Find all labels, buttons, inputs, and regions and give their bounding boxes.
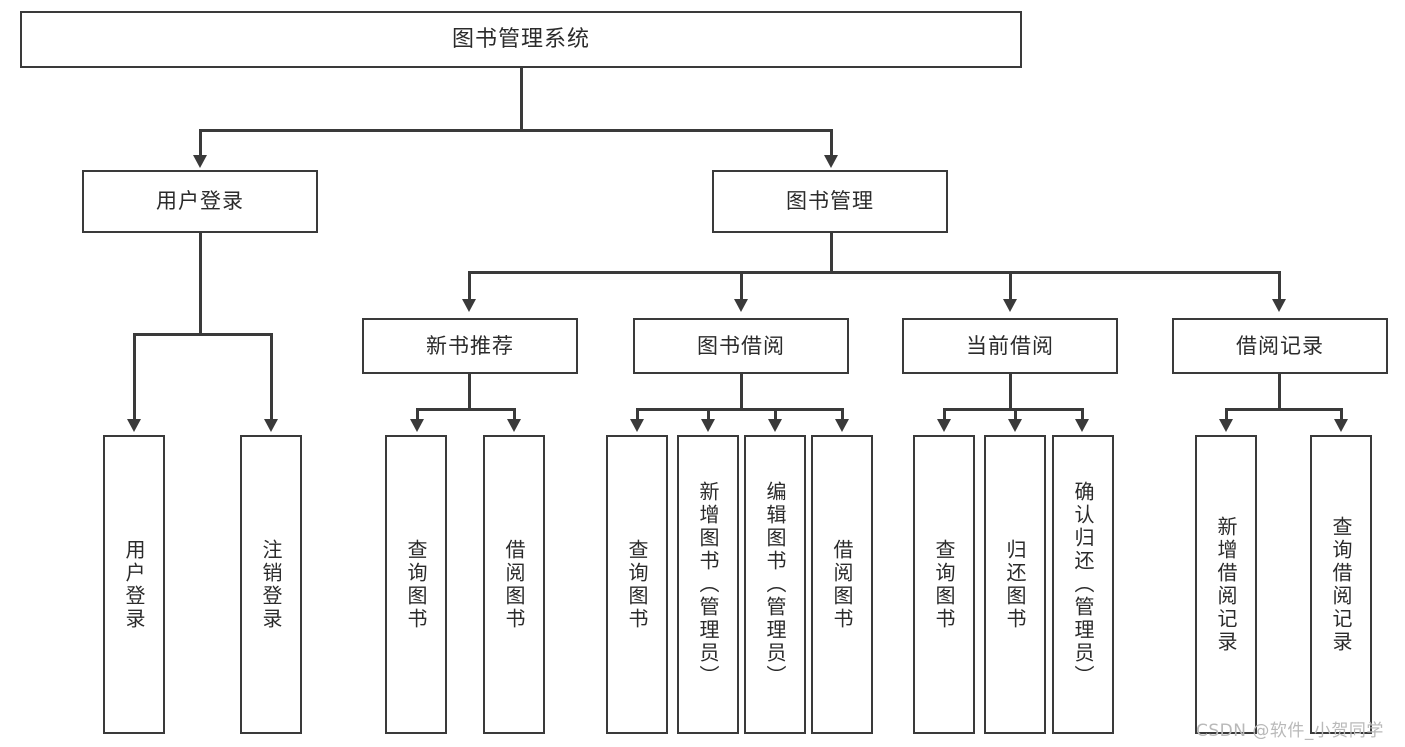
edge-book-borrow-split-bar xyxy=(636,408,842,411)
node-new-book-recommend[interactable]: 新书推荐 xyxy=(362,318,578,374)
node-root-book-management-system[interactable]: 图书管理系统 xyxy=(20,11,1022,68)
arrow-bm-to-current-borrow xyxy=(1003,299,1017,312)
arrow-bm-to-borrow-record xyxy=(1272,299,1286,312)
leaf-node[interactable]: 查询借阅记录 xyxy=(1310,435,1372,734)
edge-bm-to-book-borrow xyxy=(740,271,743,302)
edge-current-borrow-to-leaf-2 xyxy=(1081,408,1084,422)
edge-current-borrow-stem xyxy=(1009,374,1012,410)
arrow-book-borrow-to-leaf-1 xyxy=(701,419,715,432)
leaf-node[interactable]: 新增图书（管理员） xyxy=(677,435,739,734)
edge-book-management-split-bar xyxy=(468,271,1280,274)
arrow-root-to-user-login xyxy=(193,155,207,168)
node-book-borrow[interactable]: 图书借阅 xyxy=(633,318,849,374)
arrow-borrow-record-to-leaf-0 xyxy=(1219,419,1233,432)
arrow-current-borrow-to-leaf-2 xyxy=(1075,419,1089,432)
arrow-book-borrow-to-leaf-0 xyxy=(630,419,644,432)
leaf-node[interactable]: 新增借阅记录 xyxy=(1195,435,1257,734)
leaf-node[interactable]: 查询图书 xyxy=(913,435,975,734)
edge-borrow-record-to-leaf-0 xyxy=(1225,408,1228,422)
edge-current-borrow-to-leaf-0 xyxy=(943,408,946,422)
leaf-node-label: 查询图书 xyxy=(932,538,956,631)
leaf-node[interactable]: 归还图书 xyxy=(984,435,1046,734)
arrow-book-borrow-to-leaf-2 xyxy=(768,419,782,432)
leaf-node-label: 确认归还（管理员） xyxy=(1071,481,1095,688)
node-user-login[interactable]: 用户登录 xyxy=(82,170,318,233)
leaf-node-label: 查询图书 xyxy=(404,538,428,631)
leaf-node-label: 归还图书 xyxy=(1003,538,1027,631)
edge-new-book-to-leaf-0 xyxy=(416,408,419,422)
leaf-node-label: 注销登录 xyxy=(259,538,283,631)
edge-current-borrow-to-leaf-1 xyxy=(1014,408,1017,422)
arrow-current-borrow-to-leaf-0 xyxy=(937,419,951,432)
leaf-node-label: 借阅图书 xyxy=(502,538,526,631)
leaf-node-label: 查询借阅记录 xyxy=(1329,515,1353,654)
leaf-node-label: 用户登录 xyxy=(122,538,146,631)
edge-book-borrow-stem xyxy=(740,374,743,410)
edge-current-borrow-split-bar xyxy=(943,408,1082,411)
leaf-node[interactable]: 确认归还（管理员） xyxy=(1052,435,1114,734)
arrow-borrow-record-to-leaf-1 xyxy=(1334,419,1348,432)
edge-new-book-split-bar xyxy=(416,408,514,411)
edge-new-book-to-leaf-1 xyxy=(513,408,516,422)
leaf-node-label: 查询图书 xyxy=(625,538,649,631)
leaf-node[interactable]: 查询图书 xyxy=(385,435,447,734)
edge-user-login-stem xyxy=(199,233,202,335)
edge-book-borrow-to-leaf-2 xyxy=(774,408,777,422)
leaf-node[interactable]: 注销登录 xyxy=(240,435,302,734)
edge-root-stem xyxy=(520,68,523,131)
edge-root-to-user-login xyxy=(199,129,202,158)
edge-user-login-to-leaf-1 xyxy=(270,333,273,422)
arrow-new-book-to-leaf-0 xyxy=(410,419,424,432)
arrow-bm-to-book-borrow xyxy=(734,299,748,312)
arrow-user-login-to-leaf-1 xyxy=(264,419,278,432)
leaf-node-label: 编辑图书（管理员） xyxy=(763,481,787,688)
arrow-bm-to-new-book xyxy=(462,299,476,312)
edge-bm-to-current-borrow xyxy=(1009,271,1012,302)
edge-new-book-stem xyxy=(468,374,471,410)
edge-bm-to-borrow-record xyxy=(1278,271,1281,302)
leaf-node-label: 借阅图书 xyxy=(830,538,854,631)
leaf-node[interactable]: 编辑图书（管理员） xyxy=(744,435,806,734)
edge-book-borrow-to-leaf-0 xyxy=(636,408,639,422)
edge-root-to-book-management xyxy=(830,129,833,158)
edge-root-split-bar xyxy=(199,129,833,132)
edge-borrow-record-stem xyxy=(1278,374,1281,410)
leaf-node[interactable]: 查询图书 xyxy=(606,435,668,734)
arrow-root-to-book-management xyxy=(824,155,838,168)
leaf-node[interactable]: 用户登录 xyxy=(103,435,165,734)
edge-book-borrow-to-leaf-3 xyxy=(841,408,844,422)
leaf-node[interactable]: 借阅图书 xyxy=(811,435,873,734)
node-current-borrow[interactable]: 当前借阅 xyxy=(902,318,1118,374)
edge-user-login-to-leaf-0 xyxy=(133,333,136,422)
leaf-node-label: 新增借阅记录 xyxy=(1214,515,1238,654)
edge-borrow-record-to-leaf-1 xyxy=(1340,408,1343,422)
arrow-book-borrow-to-leaf-3 xyxy=(835,419,849,432)
leaf-node[interactable]: 借阅图书 xyxy=(483,435,545,734)
arrow-current-borrow-to-leaf-1 xyxy=(1008,419,1022,432)
edge-user-login-split-bar xyxy=(133,333,272,336)
node-book-management[interactable]: 图书管理 xyxy=(712,170,948,233)
node-borrow-record[interactable]: 借阅记录 xyxy=(1172,318,1388,374)
arrow-new-book-to-leaf-1 xyxy=(507,419,521,432)
arrow-user-login-to-leaf-0 xyxy=(127,419,141,432)
edge-book-management-stem xyxy=(830,233,833,273)
leaf-node-label: 新增图书（管理员） xyxy=(696,481,720,688)
edge-book-borrow-to-leaf-1 xyxy=(707,408,710,422)
edge-bm-to-new-book xyxy=(468,271,471,302)
edge-borrow-record-split-bar xyxy=(1225,408,1341,411)
